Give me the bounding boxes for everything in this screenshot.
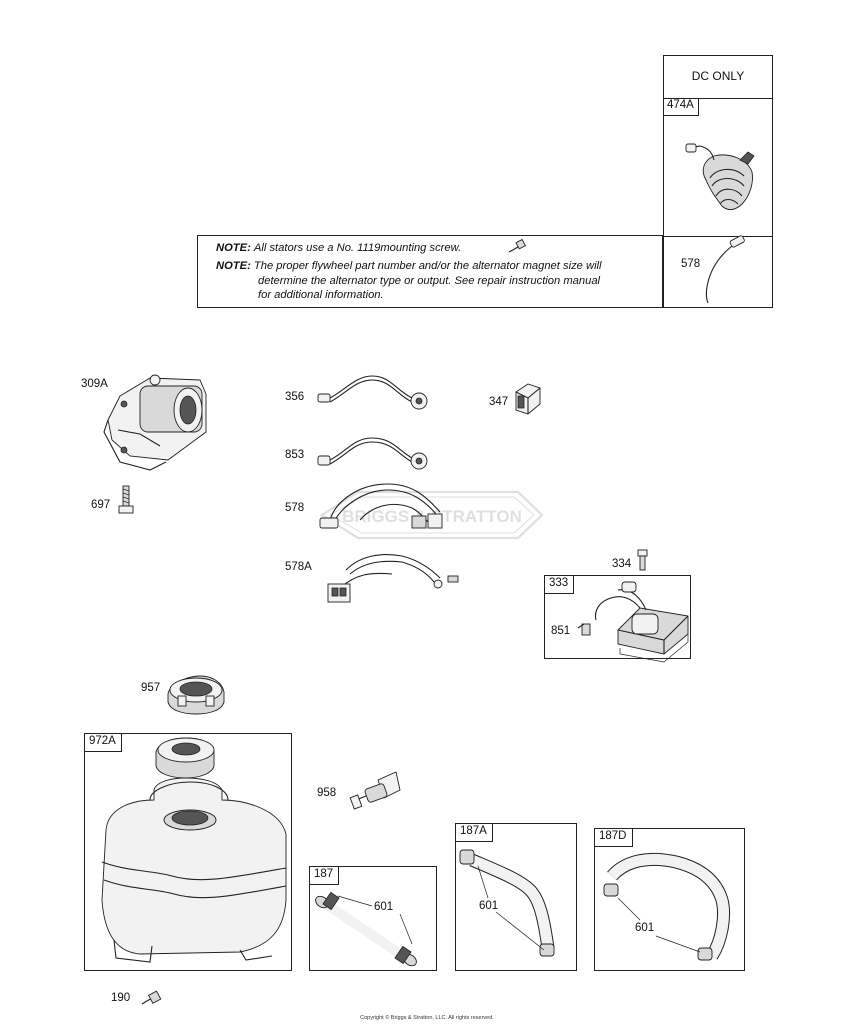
- fuel-tank-972a-icon: [101, 737, 287, 963]
- note-box: NOTE: All stators use a No. 1119mounting…: [197, 235, 663, 308]
- part-box-972a: 972A: [84, 733, 292, 971]
- part-label-190[interactable]: 190: [111, 992, 131, 1004]
- fuel-line-187a-icon: [459, 849, 555, 957]
- dc-only-box: DC ONLY: [663, 55, 773, 308]
- part-box-333: 333: [544, 575, 691, 659]
- part-tag-187d[interactable]: 187D: [595, 829, 633, 847]
- part-label-957[interactable]: 957: [141, 682, 161, 694]
- part-label-347[interactable]: 347: [489, 396, 509, 408]
- note2-line1: The proper flywheel part number and/or t…: [253, 260, 602, 272]
- note1-label: NOTE:: [216, 242, 251, 254]
- part-label-356[interactable]: 356: [285, 391, 305, 403]
- part-label-187a-601[interactable]: 601: [479, 900, 499, 912]
- bolt-697-icon: [118, 485, 134, 514]
- starter-motor-309a-icon: [103, 374, 207, 471]
- dc-only-divider: [664, 236, 772, 237]
- part-tag-972a[interactable]: 972A: [85, 734, 122, 752]
- dc-only-header: DC ONLY: [664, 56, 772, 99]
- part-box-187d: 187D: [594, 828, 745, 971]
- part-label-697[interactable]: 697: [91, 499, 111, 511]
- note1-text: All stators use a No. 1119mounting screw…: [253, 242, 462, 254]
- harness-578-icon: [319, 483, 443, 529]
- copyright-text: Copyright © Briggs & Stratton, LLC. All …: [360, 1015, 494, 1021]
- part-tag-333[interactable]: 333: [545, 576, 575, 594]
- screw-1119-icon: [508, 238, 527, 253]
- part-label-578a[interactable]: 578A: [285, 561, 312, 573]
- cable-853-icon: [317, 437, 428, 470]
- cable-356-icon: [317, 375, 428, 410]
- part-label-578-dc[interactable]: 578: [681, 258, 701, 270]
- part-tag-474a[interactable]: 474A: [664, 98, 699, 116]
- fuel-line-187-icon: [315, 891, 417, 967]
- note2-label: NOTE:: [216, 260, 251, 272]
- wire-578-dc-icon: [705, 235, 745, 304]
- harness-578a-icon: [327, 553, 459, 603]
- part-label-187-601[interactable]: 601: [374, 901, 394, 913]
- part-label-578[interactable]: 578: [285, 502, 305, 514]
- part-label-853[interactable]: 853: [285, 449, 305, 461]
- note2-line2: determine the alternator type or output.…: [258, 275, 601, 287]
- part-box-187: 187: [309, 866, 437, 971]
- part-tag-187a[interactable]: 187A: [456, 824, 493, 842]
- part-tag-187[interactable]: 187: [310, 867, 340, 885]
- part-label-187d-601[interactable]: 601: [635, 922, 655, 934]
- part-label-958[interactable]: 958: [317, 787, 337, 799]
- note2-line3: for additional information.: [258, 289, 384, 301]
- clip-851-icon: [577, 623, 591, 636]
- part-label-309a[interactable]: 309A: [81, 378, 108, 390]
- bolt-334-icon: [637, 549, 648, 571]
- rectifier-347-icon: [515, 383, 541, 415]
- part-box-187a: 187A: [455, 823, 577, 971]
- part-label-334[interactable]: 334: [612, 558, 632, 570]
- fuel-valve-958-icon: [349, 771, 401, 810]
- part-label-851[interactable]: 851: [551, 625, 571, 637]
- fuel-cap-957-icon: [167, 675, 225, 715]
- stator-474a-icon: [685, 143, 755, 211]
- fuel-line-187d-icon: [603, 852, 731, 961]
- screw-190-icon: [141, 990, 162, 1005]
- armature-333-icon: [594, 581, 689, 663]
